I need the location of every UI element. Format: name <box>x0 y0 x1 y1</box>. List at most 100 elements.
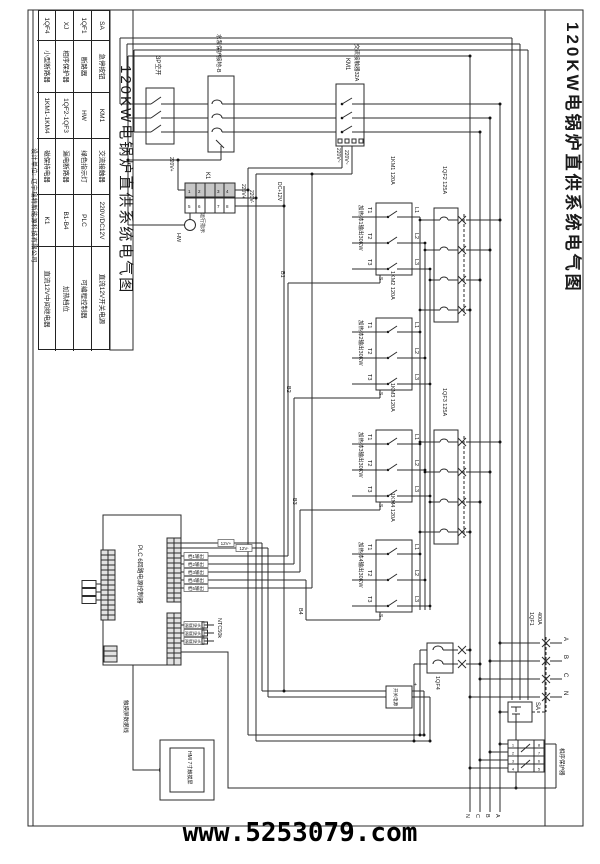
wire-label-220vac-1: 220V~ <box>335 148 341 163</box>
top-bus-wires <box>119 37 528 225</box>
legend-cell: HW <box>73 93 91 139</box>
bottom-phase-labels: N C B A <box>464 814 500 818</box>
heater-group-4: 加热体4输出30KW 1KM4 120A T1 T2 T3 L1 L2 L3 M <box>352 493 430 618</box>
heater-load-label: 加热体4输出30KW <box>357 542 365 588</box>
legend-cell: 小型断路器 <box>37 41 55 93</box>
phase-label-n: N <box>562 691 568 695</box>
terminal-l1: L1 <box>413 322 419 328</box>
legend-cell: 绿色指示灯 <box>73 139 91 195</box>
phase-label-c: C <box>562 673 568 678</box>
terminal-t1: T1 <box>366 544 372 550</box>
gear-label-b1: B1 <box>279 271 285 278</box>
legend-cell: KM1 <box>91 93 109 139</box>
plc-out-tag: 档5输出 <box>188 585 205 592</box>
terminal-l3: L3 <box>413 596 419 602</box>
terminal-t2: T2 <box>366 460 372 466</box>
km1-contactor: KM1 交流接触器32A 220V~ 220V~ <box>335 44 500 174</box>
heater-load-label: 加热体3输出30KW <box>357 432 365 478</box>
ntc-tag: 温度探头 <box>185 622 202 629</box>
pump-protector: 水泵保护接地-B <box>128 34 336 161</box>
heater-km-label: 1KM1 120A <box>389 156 395 185</box>
legend-cell: 交流接触器 <box>91 139 109 195</box>
ntc-label: NTC50k <box>216 618 222 638</box>
coil-mark: M <box>379 613 383 618</box>
pump-protector-label: 水泵保护接地-B <box>215 34 223 73</box>
terminal-l3: L3 <box>413 374 419 380</box>
psu-plus-mark: + <box>414 682 417 688</box>
terminal-t3: T3 <box>366 486 372 492</box>
gear-wires: B1 B2 B3 B4 <box>279 271 381 621</box>
terminal-l1: L1 <box>413 544 419 550</box>
watermark: www.5253079.com <box>182 818 418 848</box>
psu-label: 开关电源 <box>392 688 399 706</box>
bus-label-c: C <box>474 814 480 818</box>
plc-out-tag: 档1输出 <box>188 553 205 560</box>
k1-relay: 1 2 3 4 5 6 7 8 K1 220V+ 220V+ 220V- DC+… <box>128 157 286 243</box>
wire-label-220v-minus: 220V- <box>248 190 254 203</box>
legend-cell: B1-B4 <box>55 195 73 247</box>
hw-indicator-lamp <box>184 219 196 231</box>
terminal-t3: T3 <box>366 374 372 380</box>
legend-cell: 1KM1-1KM4 <box>37 93 55 139</box>
hmi-label: HMI 7寸触摸屏 <box>186 751 193 784</box>
terminal-t3: T3 <box>366 259 372 265</box>
ntc-tag: 温度探头 <box>185 638 202 645</box>
phase-sequence-protector: 1 2 3 4 8 7 6 5 相序保护器 <box>468 739 566 788</box>
drawing-title-left: 120KW电锅炉直供系统电气图 <box>117 65 134 295</box>
wire-label-220vac-2: 220V~ <box>343 150 349 165</box>
xj-terminal: 7 <box>538 751 541 756</box>
k1-label: K1 <box>204 172 210 180</box>
trip-feedback-wire <box>181 651 556 789</box>
xj-terminal: 1 <box>512 743 515 748</box>
xj-terminal: 4 <box>512 767 515 772</box>
k1-terminal: 6 <box>198 204 201 209</box>
coil-mark: M <box>379 391 383 396</box>
legend-cell: 直流12V中间继电器 <box>43 270 51 328</box>
plc-label: PLC 6回路电源控制器 <box>136 545 144 604</box>
phase-label-a: A <box>562 637 568 641</box>
terminal-l2: L2 <box>413 233 419 239</box>
ntc-tag: 温度探头 <box>185 630 202 637</box>
k1-terminal: 4 <box>226 189 229 194</box>
heater-km-label: 1KM4 120A <box>389 493 395 522</box>
wire-label-dc12v: DC+12V <box>276 182 282 202</box>
legend-cell: PLC <box>73 195 91 247</box>
plc-out-tag: 12V- <box>239 546 249 551</box>
qf4-label: 1QF4 <box>434 676 440 690</box>
xj-terminal: 8 <box>538 743 541 748</box>
terminal-t1: T1 <box>366 322 372 328</box>
xj-terminal: 3 <box>512 759 515 764</box>
qf1-amp: 400A <box>536 612 542 625</box>
breaker-1qf4: 1QF4 <box>412 642 482 743</box>
k1-terminal: 1 <box>188 189 191 194</box>
wire-label-220v-plus: 220V+ <box>240 184 246 199</box>
km1-name: KM1 <box>344 58 350 71</box>
legend-cell: XJ <box>55 11 73 41</box>
terminal-t2: T2 <box>366 233 372 239</box>
terminal-l1: L1 <box>413 434 419 440</box>
terminal-t1: T1 <box>366 434 372 440</box>
control-wires <box>126 158 352 741</box>
hmi-cable-label: 触摸屏数据线 <box>122 700 130 734</box>
plc-out-tag: 12V+ <box>221 541 232 546</box>
bus-label-a: A <box>494 814 500 818</box>
legend-cell: 急停按钮 <box>91 41 109 93</box>
drawing-title-right: 120KW电锅炉直供系统电气图 <box>563 22 582 294</box>
breaker-3p-label: 3P空开 <box>154 56 162 75</box>
hmi-panel: HMI 7寸触摸屏 触摸屏数据线 <box>122 665 215 801</box>
xj-terminal: 6 <box>538 759 541 764</box>
heater-group-1: 加热体1输出30KW 1KM1 120A T1 T2 T3 L1 L2 L3 M <box>352 156 430 281</box>
gear-label-b4: B4 <box>297 608 303 615</box>
legend-cell: 漏电断路器 <box>55 139 73 195</box>
rcd-breaker-1qf2: 1QF2 125A <box>418 166 502 323</box>
hw-label: HW <box>175 233 181 243</box>
terminal-t3: T3 <box>366 596 372 602</box>
k1-terminal: 8 <box>226 204 229 209</box>
heater-load-label: 加热体1输出30KW <box>357 205 365 251</box>
emergency-stop-sa: SA <box>498 700 547 790</box>
legend-table: SA 急停按钮 KM1 交流接触器 220V/DC12V 直流12V开关电源 1… <box>37 10 110 351</box>
bus-label-n: N <box>464 814 470 818</box>
terminal-l3: L3 <box>413 486 419 492</box>
terminal-l1: L1 <box>413 207 419 213</box>
